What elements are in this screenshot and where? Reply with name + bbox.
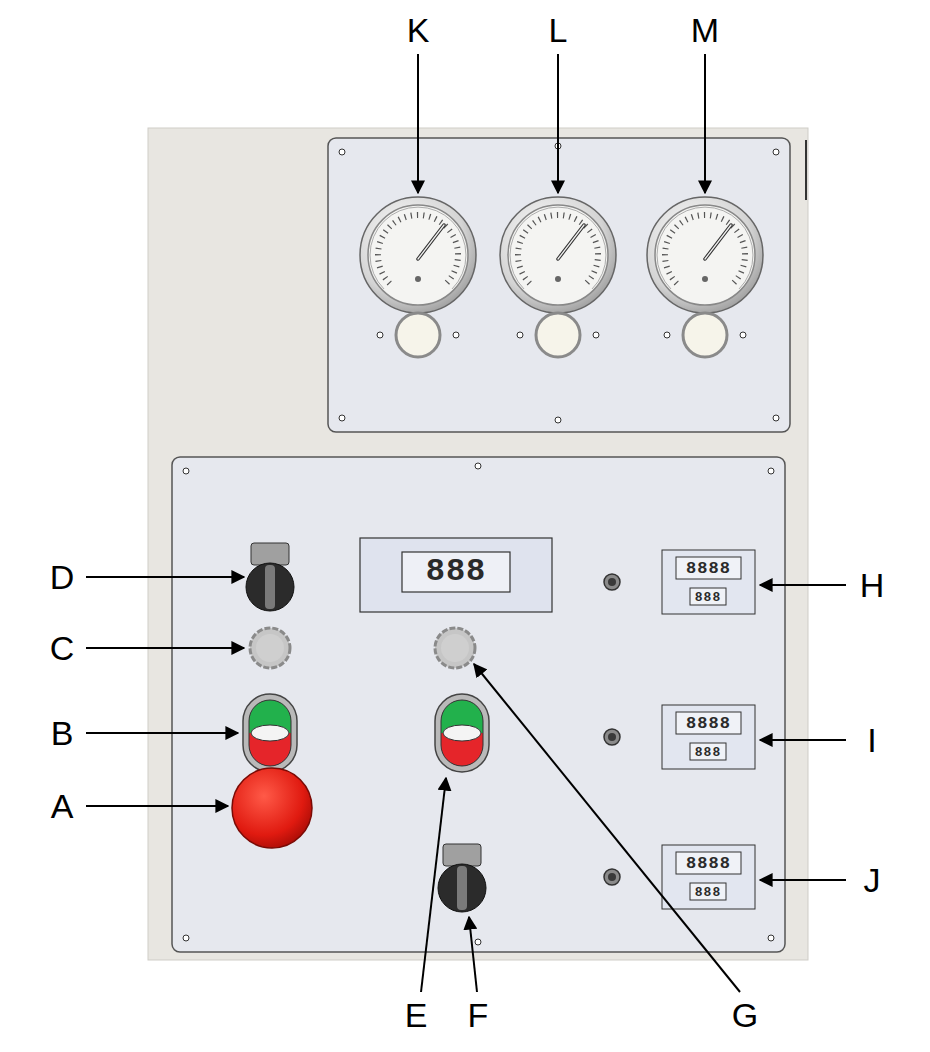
leader-arrow (86, 732, 238, 734)
counter-window (690, 743, 726, 760)
counter-body (662, 550, 755, 614)
plate-screw (475, 463, 481, 469)
counter-body (662, 845, 755, 909)
indicator-lamp (664, 313, 746, 357)
display-window (402, 552, 510, 592)
cabinet-edge (805, 140, 807, 200)
plate-screw (773, 415, 779, 421)
plate-screw (768, 935, 774, 941)
callout-letter: J (864, 863, 881, 897)
callout-letter: C (50, 631, 75, 665)
pressure-gauge (647, 197, 763, 313)
leader-arrow (86, 805, 228, 807)
leader-arrow (760, 584, 846, 586)
selector-switch (246, 543, 294, 611)
display-digits: 888 (426, 556, 487, 588)
indicator-lamp (377, 313, 459, 357)
leader-arrow (704, 54, 706, 193)
potentiometer-knob (435, 628, 475, 668)
counter-window (676, 557, 741, 579)
plate-screw (555, 417, 561, 423)
leader-arrow (474, 664, 740, 992)
plate-screw (183, 935, 189, 941)
leader-arrows (86, 54, 846, 992)
leader-arrow (557, 54, 559, 193)
pressure-gauge (500, 197, 616, 313)
counter-display (662, 845, 755, 909)
counter-window (676, 712, 741, 734)
pressure-gauge (360, 197, 476, 313)
callout-letter: K (407, 13, 430, 47)
potentiometer-knob (250, 628, 290, 668)
indicator-lamp (517, 313, 599, 357)
leader-arrow (421, 778, 446, 992)
counter-display (662, 705, 755, 769)
callout-letter: D (50, 560, 75, 594)
callout-letter: L (549, 13, 568, 47)
callout-letter: B (51, 716, 74, 750)
control-plate (172, 457, 785, 952)
reset-button (604, 574, 620, 590)
callout-letter: F (468, 998, 489, 1032)
start-stop-button (435, 694, 489, 772)
leader-arrow (760, 879, 846, 881)
callout-letter: G (732, 998, 758, 1032)
display-digits: 8888 (686, 560, 731, 577)
plate-screw (773, 149, 779, 155)
counter-body (662, 705, 755, 769)
leader-arrow (417, 54, 419, 193)
counter-window (690, 588, 726, 605)
display-digits: 8888 (686, 855, 731, 872)
reset-button (604, 729, 620, 745)
callout-letter: A (51, 789, 74, 823)
emergency-stop (232, 768, 312, 848)
counter-display (662, 550, 755, 614)
plate (172, 457, 785, 952)
main-display (360, 538, 552, 612)
display-digits: 888 (695, 590, 721, 603)
callout-letter: E (405, 998, 428, 1032)
display-digits: 888 (695, 745, 721, 758)
leader-arrow (86, 576, 244, 578)
counter-window (676, 852, 741, 874)
callout-letter: I (867, 723, 876, 757)
plate-screw (183, 468, 189, 474)
plate-screw (339, 149, 345, 155)
plate-screw (339, 415, 345, 421)
leader-arrow (760, 739, 846, 741)
leader-arrow (86, 647, 244, 649)
plate-screw (475, 939, 481, 945)
selector-switch (438, 844, 486, 912)
callout-letter: M (691, 13, 719, 47)
start-stop-button (243, 694, 297, 772)
plate-screw (768, 468, 774, 474)
leader-arrow (469, 917, 477, 992)
display-digits: 888 (695, 885, 721, 898)
reset-button (604, 869, 620, 885)
counter-window (690, 883, 726, 900)
callout-letter: H (860, 568, 885, 602)
display-digits: 8888 (686, 715, 731, 732)
cabinet (148, 128, 808, 960)
